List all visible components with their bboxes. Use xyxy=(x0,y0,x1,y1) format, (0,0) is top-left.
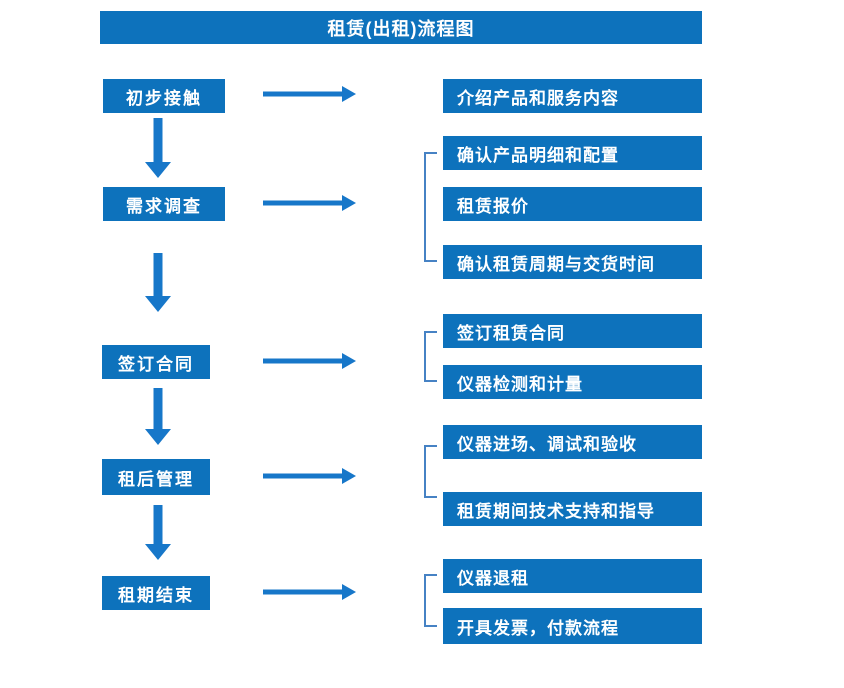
stage-box-initial-contact: 初步接触 xyxy=(103,79,225,113)
substep-box-confirm-rental-period: 确认租赁周期与交货时间 xyxy=(443,245,702,279)
bracket-sign-contract-icon xyxy=(424,331,437,382)
substep-box-technical-support: 租赁期间技术支持和指导 xyxy=(443,492,702,526)
flow-arrow-3-icon xyxy=(263,353,356,369)
bracket-post-rental-icon xyxy=(424,445,437,498)
bracket-demand-survey-icon xyxy=(424,152,437,262)
flow-arrow-2-icon xyxy=(263,195,356,211)
down-arrow-3-icon xyxy=(145,388,171,445)
bracket-rental-end-icon xyxy=(424,574,437,627)
substep-box-invoice-payment: 开具发票，付款流程 xyxy=(443,608,702,644)
stage-box-demand-survey: 需求调查 xyxy=(103,187,225,221)
down-arrow-1-icon xyxy=(145,118,171,178)
down-arrow-4-icon xyxy=(145,505,171,560)
substep-box-sign-rental-contract: 签订租赁合同 xyxy=(443,314,702,348)
stage-box-rental-end: 租期结束 xyxy=(102,576,210,610)
flow-arrow-4-icon xyxy=(263,468,356,484)
substep-box-confirm-product-details: 确认产品明细和配置 xyxy=(443,136,702,170)
stage-box-post-rental-management: 租后管理 xyxy=(102,459,210,495)
down-arrow-2-icon xyxy=(145,253,171,312)
flow-arrow-1-icon xyxy=(263,86,356,102)
substep-box-introduce-products: 介绍产品和服务内容 xyxy=(443,79,702,113)
substep-box-rental-quotation: 租赁报价 xyxy=(443,187,702,221)
substep-box-instrument-setup-acceptance: 仪器进场、调试和验收 xyxy=(443,425,702,459)
stage-box-sign-contract: 签订合同 xyxy=(102,345,210,379)
page-title: 租赁(出租)流程图 xyxy=(100,11,702,44)
substep-box-instrument-return: 仪器退租 xyxy=(443,559,702,593)
substep-box-instrument-testing: 仪器检测和计量 xyxy=(443,365,702,399)
flow-arrow-5-icon xyxy=(263,584,356,600)
